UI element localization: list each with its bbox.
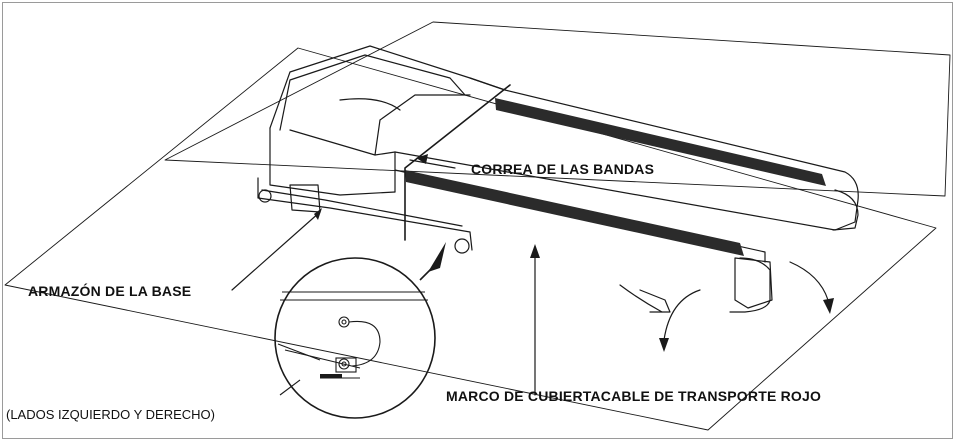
arrowhead-belt-strap (416, 154, 428, 164)
arrowhead-zoom (428, 242, 446, 272)
floor-plane-back (164, 21, 951, 197)
label-base-frame: ARMAZÓN DE LA BASE (28, 283, 192, 299)
floor-plane-front (4, 47, 937, 431)
arrowhead-rotation-right (823, 298, 834, 314)
leader-belt-strap (409, 159, 456, 169)
rotation-arrow-left (663, 289, 701, 341)
label-sides: (LADOS IZQUIERDO Y DERECHO) (6, 407, 215, 422)
base-frame (257, 177, 671, 313)
belt-strip-far (495, 98, 826, 186)
zoom-callout (274, 257, 439, 419)
zoom-detail (277, 291, 428, 396)
arrowhead-base-frame (314, 208, 322, 220)
belt-strip-near (405, 170, 744, 256)
label-deck-cable: MARCO DE CUBIERTACABLE DE TRANSPORTE ROJ… (446, 388, 822, 404)
treadmill-deck (269, 45, 859, 313)
zoom-ground-mark (320, 374, 342, 378)
rotation-arrow-right (789, 261, 829, 301)
arrowhead-rotation-left (659, 338, 669, 352)
diagram-frame (2, 2, 953, 439)
leader-base-frame (231, 211, 321, 291)
arrowhead-deck-cable (530, 244, 540, 258)
label-belt-strap: CORREA DE LAS BANDAS (471, 161, 655, 177)
belt-strap-line (404, 84, 511, 241)
